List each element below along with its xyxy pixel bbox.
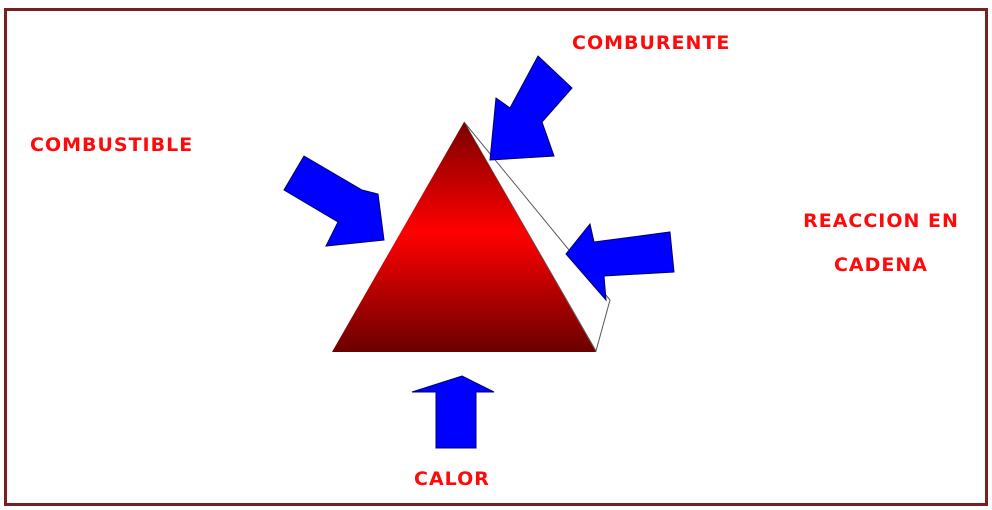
calor-label: CALOR — [414, 468, 490, 490]
reaccion-arrow — [565, 222, 675, 302]
comburente-label: COMBURENTE — [572, 32, 731, 54]
reaccion-label-line2: CADENA — [833, 254, 928, 276]
chain-reaction-face — [463, 121, 611, 353]
reaccion-label-line1: REACCION EN — [803, 210, 959, 232]
combustible-arrow — [283, 155, 385, 247]
comburente-arrow — [489, 55, 573, 161]
combustible-label: COMBUSTIBLE — [30, 134, 194, 156]
fire-triangle — [332, 122, 596, 352]
calor-arrow — [411, 375, 495, 449]
